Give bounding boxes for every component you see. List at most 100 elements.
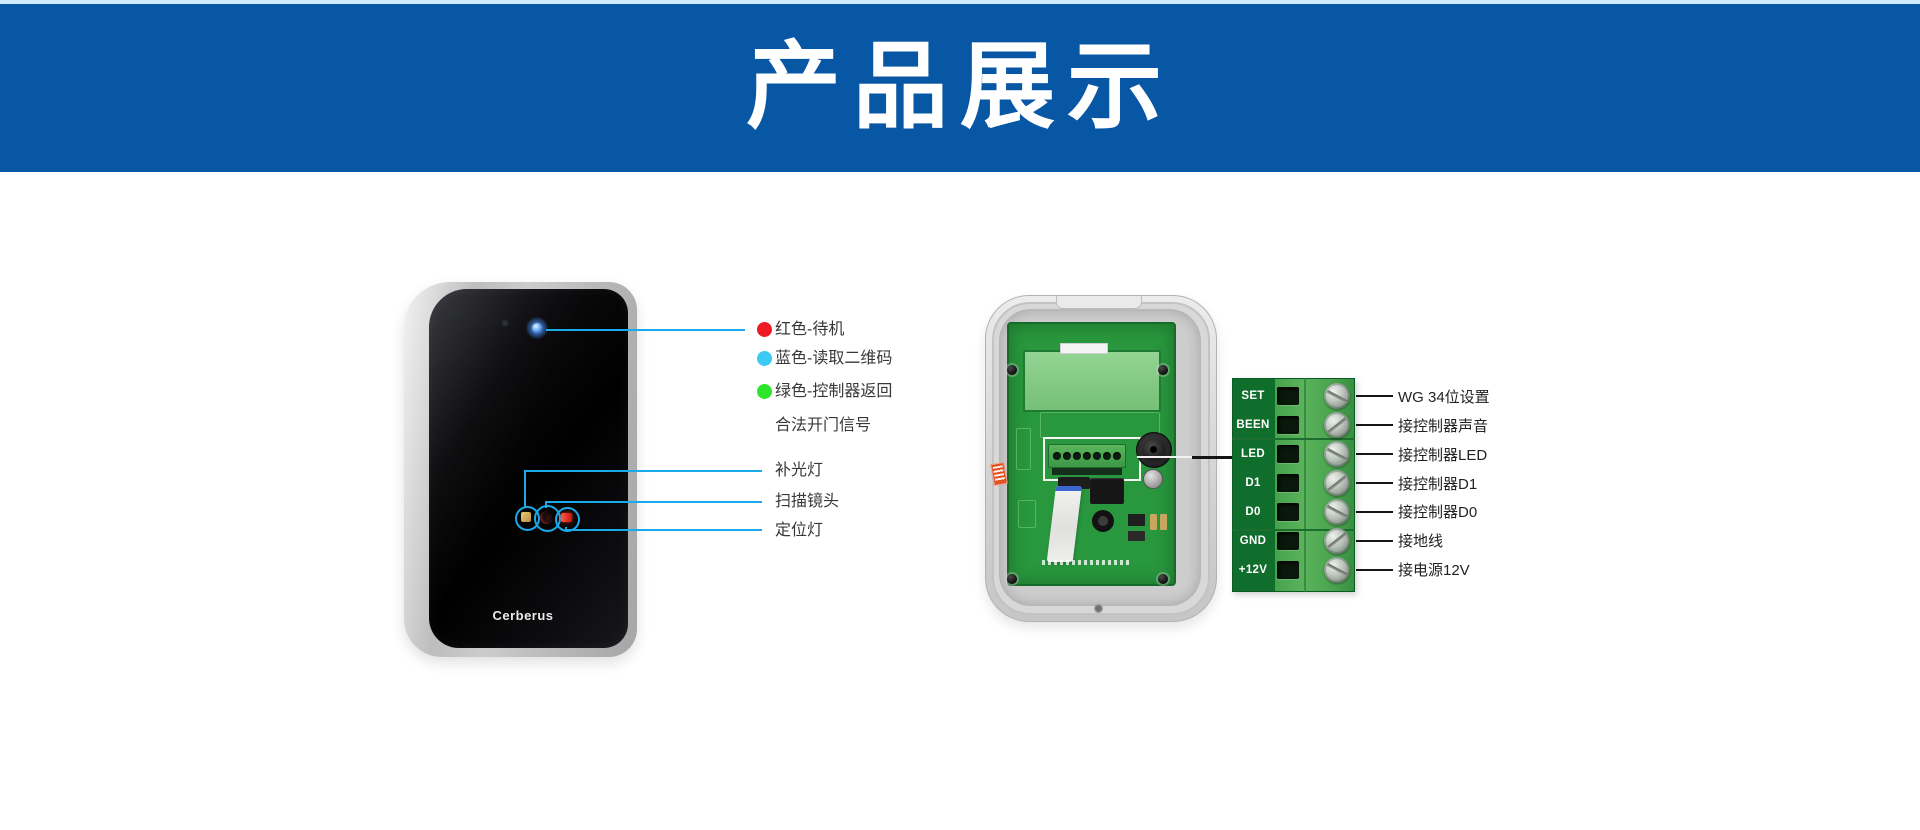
terminal-rows: SET WG 34位设置 BEEN 接控制器声音 LED 接控制器LED [1232,382,1572,584]
highlight-box [1043,437,1141,481]
camera-dot [500,319,510,327]
strip-base [1052,468,1122,475]
pcb-terminal-strip [1048,444,1126,468]
terminal-pin-label: BEEN [1236,419,1270,432]
locator-light-ring [555,507,580,532]
terminal-wiring-label: 接控制器LED [1398,446,1488,464]
screw-slot [1327,532,1347,549]
terminal-row: D0 接控制器D0 [1232,497,1572,526]
callout-label-fill-light: 补光灯 [775,462,824,479]
screw-slot [1327,475,1347,491]
terminal-wire-hole [1277,474,1299,492]
terminal-pin-label: D0 [1245,505,1261,518]
terminal-callout-line [1356,424,1393,427]
legend-label: 蓝色-读取二维码 [775,350,893,367]
terminal-screw [1324,412,1350,439]
terminal-pin-label: GND [1239,534,1267,547]
screw-slot [1326,447,1348,461]
callout-line-locator-h [565,529,762,531]
connector-line-black [1192,456,1262,459]
terminal-wire-hole [1277,387,1299,406]
terminal-row: D1 接控制器D1 [1232,469,1572,498]
terminal-block-seam [1304,378,1306,592]
callout-line-scan-lens-v [545,501,547,508]
strip-hole [1083,452,1091,460]
screw-slot [1327,417,1347,434]
terminal-pin-label: +12V [1238,563,1268,576]
ribbon-stripe [1055,486,1082,491]
terminal-pin-label: SET [1241,390,1265,403]
terminal-wiring-label: WG 34位设置 [1398,388,1490,406]
pcb-scan-window [1023,350,1161,412]
brand-label: Cerberus [492,608,554,623]
pcb-trace [1018,500,1036,528]
terminal-wiring-label: 接电源12V [1398,562,1470,580]
callout-label-locator: 定位灯 [775,522,824,539]
callout-line-status-led [546,329,745,331]
terminal-callout-line [1356,568,1393,571]
blue-dot-icon [757,351,772,366]
terminal-callout-line [1356,510,1393,513]
legend-item-blue: 蓝色-读取二维码 [757,349,977,369]
screw-slot [1326,505,1348,519]
strip-hole [1063,452,1071,460]
connector-line-white [1137,456,1192,458]
fill-light [521,512,531,522]
terminal-callout-line [1356,453,1393,456]
legend-label: 红色-待机 [775,321,845,338]
terminal-wire-hole [1277,560,1299,579]
strip-hole [1103,452,1111,460]
shell-cable-notch [1056,296,1142,309]
legend-item-red: 红色-待机 [757,320,977,340]
reader-front-face [429,289,628,648]
terminal-wiring-label: 接地线 [1398,533,1444,551]
small-ic [1128,514,1145,526]
terminal-callout-line [1356,482,1393,484]
terminal-row: SET WG 34位设置 [1232,382,1572,411]
resistor [1160,514,1167,530]
pcb-top-label [1060,343,1108,354]
terminal-pin-label: D1 [1245,477,1261,489]
terminal-wiring-label: 接控制器D1 [1398,475,1478,493]
terminal-screw [1324,527,1350,554]
terminal-wire-hole [1277,445,1299,464]
main-ic-chip [1090,478,1124,504]
pcb-screw [1158,574,1168,584]
strip-hole [1053,452,1061,460]
pcb-trace [1016,428,1031,470]
legend-item-green: 绿色-控制器返回 [757,382,977,402]
callout-line-scan-lens-h [545,501,762,503]
terminal-wire-hole [1277,531,1299,550]
terminal-screw [1324,383,1350,410]
pcb-screw [1158,365,1168,375]
pcb-serial-print [1042,560,1130,565]
terminal-row: BEEN 接控制器声音 [1232,411,1572,440]
strip-hole [1093,452,1101,460]
terminal-screw [1324,556,1350,583]
terminal-row: LED 接控制器LED [1232,440,1572,469]
scan-lens [540,511,553,524]
inductor-core [1098,516,1108,526]
pcb-trace [1040,412,1160,438]
no-dot [757,418,772,433]
small-ic [1128,531,1145,541]
legend-item-signal: 合法开门信号 [757,416,977,436]
buzzer-hole [1150,446,1157,453]
screw-slot [1326,389,1348,403]
terminal-screw [1324,470,1350,496]
terminal-wiring-label: 接控制器D0 [1398,504,1478,522]
buzzer [1136,432,1172,468]
strip-hole [1073,452,1081,460]
terminal-wire-hole [1277,502,1299,521]
top-stripe [0,0,1920,4]
callout-label-scan-lens: 扫描镜头 [775,493,840,510]
terminal-row: GND 接地线 [1232,526,1572,555]
strip-hole [1113,452,1121,460]
status-led [532,323,542,333]
terminal-callout-line [1356,539,1393,542]
green-dot-icon [757,384,772,399]
resistor [1150,514,1157,530]
legend-label: 绿色-控制器返回 [775,383,893,400]
terminal-row: +12V 接电源12V [1232,555,1572,584]
terminal-wiring-label: 接控制器声音 [1398,417,1489,435]
